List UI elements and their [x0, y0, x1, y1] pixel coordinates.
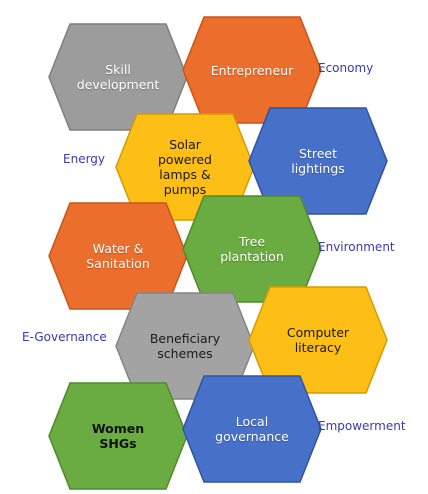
hexagon-tree-plantation: Tree plantation	[181, 194, 323, 304]
label-economy: Economy	[318, 61, 374, 75]
hexagon-label: Beneficiary schemes	[149, 331, 221, 361]
label-e-governance: E-Governance	[22, 330, 107, 344]
hexagon-local-governance: Local governance	[181, 374, 323, 484]
hexagon-label: Tree plantation	[220, 234, 284, 264]
hexagon-label: Computer literacy	[286, 325, 350, 355]
hexagon-shape	[48, 382, 188, 490]
hexagon-label: Local governance	[215, 414, 289, 444]
hexagon-shape	[248, 107, 388, 215]
hexagon-beneficiary-schemes: Beneficiary schemes	[114, 291, 256, 401]
hexagon-label: Women SHGs	[91, 421, 145, 451]
label-empowerment: Empowerment	[318, 419, 406, 433]
hexagon-polygon	[48, 382, 188, 490]
hexagon-street-lightings: Street lightings	[247, 106, 389, 216]
hexagon-polygon	[182, 375, 322, 483]
hexagon-label: Skill development	[76, 62, 160, 92]
hexagon-shape	[182, 375, 322, 483]
hexagon-label: Entrepreneur	[210, 62, 294, 78]
hexagon-shape	[248, 286, 388, 394]
hexagon-label: Solar powered lamps & pumps	[158, 137, 212, 197]
label-energy: Energy	[63, 152, 106, 166]
hexagon-water-sanitation: Water & Sanitation	[47, 201, 189, 311]
label-environment: Environment	[318, 240, 395, 254]
hexagon-women-shgs: Women SHGs	[47, 381, 189, 491]
hexagon-polygon	[248, 107, 388, 215]
hexagon-entrepreneur: Entrepreneur	[181, 15, 323, 125]
hexagon-polygon	[248, 286, 388, 394]
hexagon-computer-literacy: Computer literacy	[247, 285, 389, 395]
hexagon-label: Street lightings	[291, 146, 345, 176]
hexagon-label: Water & Sanitation	[86, 241, 150, 271]
